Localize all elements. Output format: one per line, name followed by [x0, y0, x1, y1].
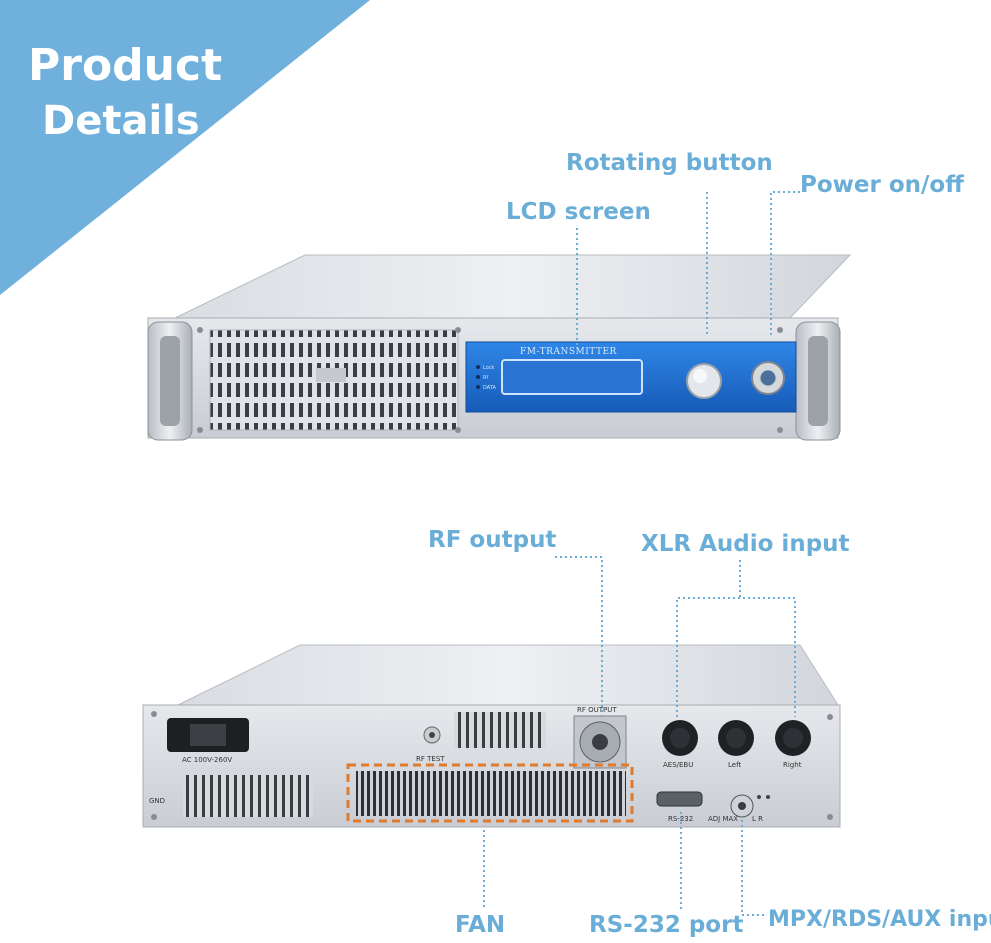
- right-label: Right: [783, 761, 802, 769]
- rear-unit: AC 100V-260V RF TEST RF OUTPUT AES/EBU L…: [142, 644, 841, 828]
- ac-label: AC 100V-260V: [182, 756, 232, 764]
- front-leader-lines: [576, 191, 800, 345]
- callout-rf-output: RF output: [428, 527, 557, 553]
- callout-fan: FAN: [455, 912, 506, 938]
- led-label-data: DATA: [483, 385, 496, 391]
- rear-top-vent: [454, 712, 546, 748]
- callout-rs232-port: RS-232 port: [589, 912, 744, 938]
- aes-label: AES/EBU: [663, 761, 693, 769]
- callout-mpx-rds-aux-input: MPX/RDS/AUX input: [768, 907, 991, 932]
- rf-test-label: RF TEST: [416, 755, 445, 763]
- lcd-screen: [501, 359, 643, 395]
- adj-max-label: ADJ MAX: [708, 815, 738, 823]
- callout-power-onoff: Power on/off: [800, 172, 964, 198]
- lr-label: L R: [752, 815, 763, 823]
- callout-lcd-screen: LCD screen: [506, 199, 651, 225]
- rf-output-label: RF OUTPUT: [577, 706, 617, 714]
- left-label: Left: [728, 761, 741, 769]
- gnd-label: GND: [149, 797, 165, 805]
- rear-side-vent: [183, 775, 313, 817]
- led-label-rf: Rf: [483, 375, 488, 381]
- fan-highlight-box: [346, 763, 634, 823]
- rear-leader-lines: [483, 556, 796, 916]
- rs232-connector: [656, 791, 703, 807]
- led-label-lock: Lock: [483, 365, 495, 371]
- callout-rotating-button: Rotating button: [566, 150, 773, 176]
- fan-grille: [356, 771, 626, 816]
- callout-xlr-audio-input: XLR Audio input: [641, 531, 850, 557]
- banner-title-line2: Details: [42, 98, 200, 144]
- front-unit: FM-TRANSMITTER Lock Rf DATA: [147, 254, 852, 441]
- panel-title: FM-TRANSMITTER: [520, 347, 617, 357]
- banner-title-line1: Product: [28, 40, 223, 91]
